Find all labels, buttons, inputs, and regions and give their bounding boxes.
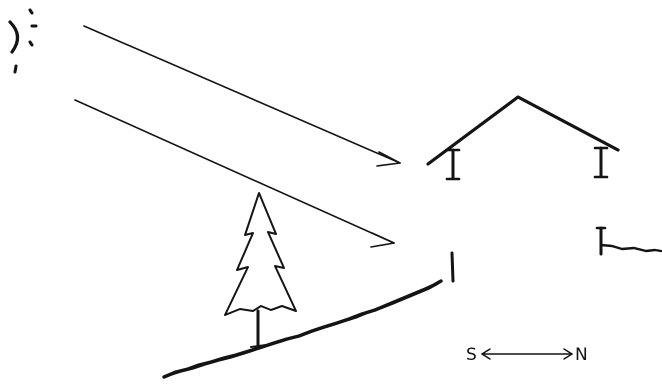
south-wall-upper (445, 148, 461, 181)
compass: S N (466, 345, 588, 365)
compass-north-label: N (575, 345, 588, 365)
north-wall-lower (595, 226, 662, 256)
roof (426, 95, 620, 166)
north-wall-upper (593, 146, 609, 179)
house-icon (426, 95, 662, 283)
south-wall-lower (450, 251, 455, 283)
tree-icon (224, 192, 297, 348)
ground-slope (162, 279, 443, 379)
sun-ray-lower (74, 99, 395, 248)
compass-south-label: S (466, 345, 477, 365)
sun-icon (8, 8, 38, 74)
sun-ray-upper (83, 25, 401, 167)
